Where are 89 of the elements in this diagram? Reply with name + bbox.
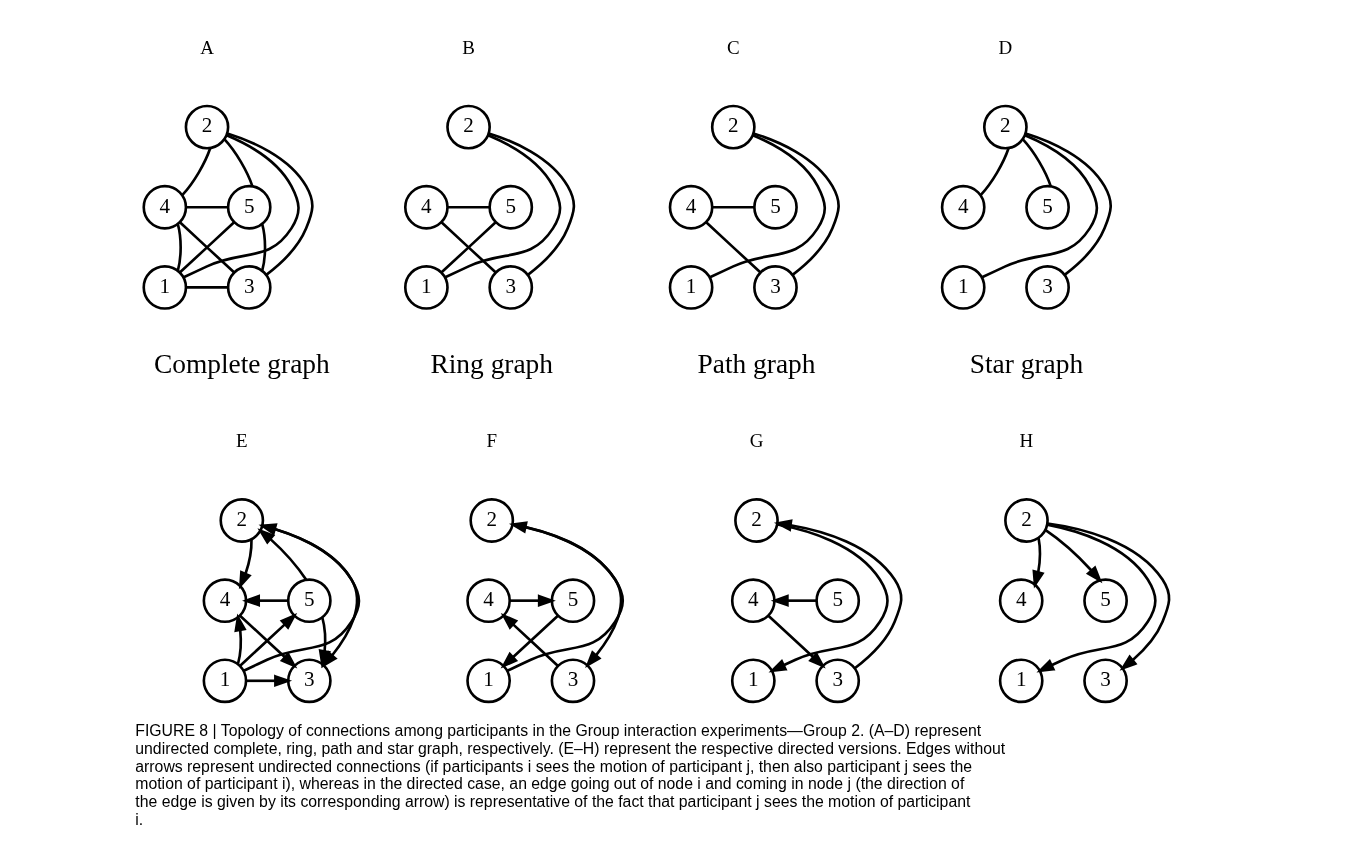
arrow — [256, 527, 307, 580]
connector — [178, 220, 235, 273]
node-circle: 5 — [752, 184, 798, 230]
arrow — [773, 518, 903, 669]
arrow — [233, 613, 247, 664]
connector — [1021, 137, 1052, 187]
node-circle: 3 — [226, 264, 272, 310]
connector — [260, 223, 266, 271]
connector — [176, 223, 182, 271]
arrow — [1046, 521, 1170, 671]
node-circle: 2 — [982, 104, 1028, 150]
label: A — [199, 36, 214, 58]
connector — [704, 220, 761, 273]
node-circle: 1 — [141, 264, 187, 310]
node-circle: 1 — [202, 657, 247, 703]
label: Path graph — [697, 348, 815, 379]
connector — [181, 147, 211, 196]
node-circle: 2 — [445, 104, 491, 150]
connector — [447, 205, 490, 209]
connector — [752, 131, 840, 276]
connector — [182, 133, 300, 278]
node-circle: 3 — [1082, 657, 1128, 703]
node-circle: 4 — [403, 184, 449, 230]
node-circle: 4 — [668, 184, 713, 230]
label: Star graph — [969, 348, 1083, 379]
node-circle: 2 — [184, 104, 229, 150]
arrow — [1044, 528, 1102, 583]
arrow — [770, 593, 817, 607]
connector — [185, 285, 228, 289]
label: D — [998, 36, 1012, 58]
arrow — [1035, 522, 1157, 672]
arrow — [509, 593, 556, 607]
connector — [708, 133, 826, 278]
arrow — [242, 522, 360, 672]
node-circle: 4 — [141, 184, 187, 230]
connector — [444, 133, 561, 278]
node-circle: 2 — [733, 497, 779, 543]
node-circle: 2 — [710, 104, 756, 150]
caption: FIGURE 8 | Topology of connections among participants in the Group interaction experiments—Group 2. (A–D) represent undirected complete, ring, path and star graph, respectively. (E–H) represent the respective directed versions. Edges without arrows represent undirected connections (if participants i sees the motion of participant j, then also participant j sees the motion of participant i), whereas in the directed case, an edge going out of node i and coming in node j (the direction of the edge is given by its corresponding arrow) is representative of the fact that participant j sees the motion of participant i. — [134, 721, 1005, 828]
node-circle: 5 — [487, 184, 533, 230]
label: G — [749, 429, 763, 451]
node-circle: 4 — [465, 577, 511, 623]
connector — [712, 205, 754, 209]
label: E — [235, 429, 248, 451]
node-circle: 1 — [403, 264, 449, 310]
connector — [979, 147, 1010, 196]
node-circle: 2 — [218, 497, 264, 543]
node-circle: 1 — [730, 657, 776, 703]
label: C — [726, 36, 740, 58]
arrow — [238, 538, 253, 589]
connector — [1024, 131, 1112, 276]
node-circle: 4 — [940, 184, 986, 230]
connector — [488, 131, 575, 276]
arrow — [768, 522, 889, 672]
label: B — [461, 36, 475, 58]
node-circle: 1 — [940, 264, 986, 310]
connector — [185, 205, 228, 209]
arrow — [318, 616, 331, 668]
node-circle: 3 — [550, 657, 595, 703]
node-circle: 3 — [1024, 264, 1070, 310]
node-circle: 1 — [465, 657, 511, 703]
node-circle: 5 — [226, 184, 272, 230]
node-circle: 4 — [998, 577, 1044, 623]
connector — [223, 137, 254, 187]
node-circle: 5 — [550, 577, 595, 623]
label: H — [1019, 429, 1033, 451]
label: Complete graph — [153, 348, 330, 379]
node-circle: 5 — [1024, 184, 1070, 230]
connector — [226, 131, 314, 276]
node-circle: 5 — [1082, 577, 1128, 623]
node-circle: 1 — [668, 264, 713, 310]
node-circle: 3 — [286, 657, 332, 703]
node-circle: 3 — [487, 264, 533, 310]
node-circle: 2 — [1003, 497, 1049, 543]
node-circle: 5 — [814, 577, 860, 623]
arrow — [241, 593, 288, 607]
label: F — [485, 429, 497, 451]
node-circle: 5 — [286, 577, 332, 623]
node-circle: 1 — [998, 657, 1044, 703]
node-circle: 3 — [752, 264, 798, 310]
node-circle: 2 — [468, 497, 514, 543]
node-circle: 4 — [202, 577, 247, 623]
arrow — [1031, 537, 1045, 588]
arrow — [767, 614, 826, 669]
node-circle: 3 — [814, 657, 860, 703]
connector — [981, 133, 1098, 278]
arrow — [245, 674, 292, 687]
label: Ring graph — [429, 348, 553, 379]
node-circle: 4 — [730, 577, 776, 623]
